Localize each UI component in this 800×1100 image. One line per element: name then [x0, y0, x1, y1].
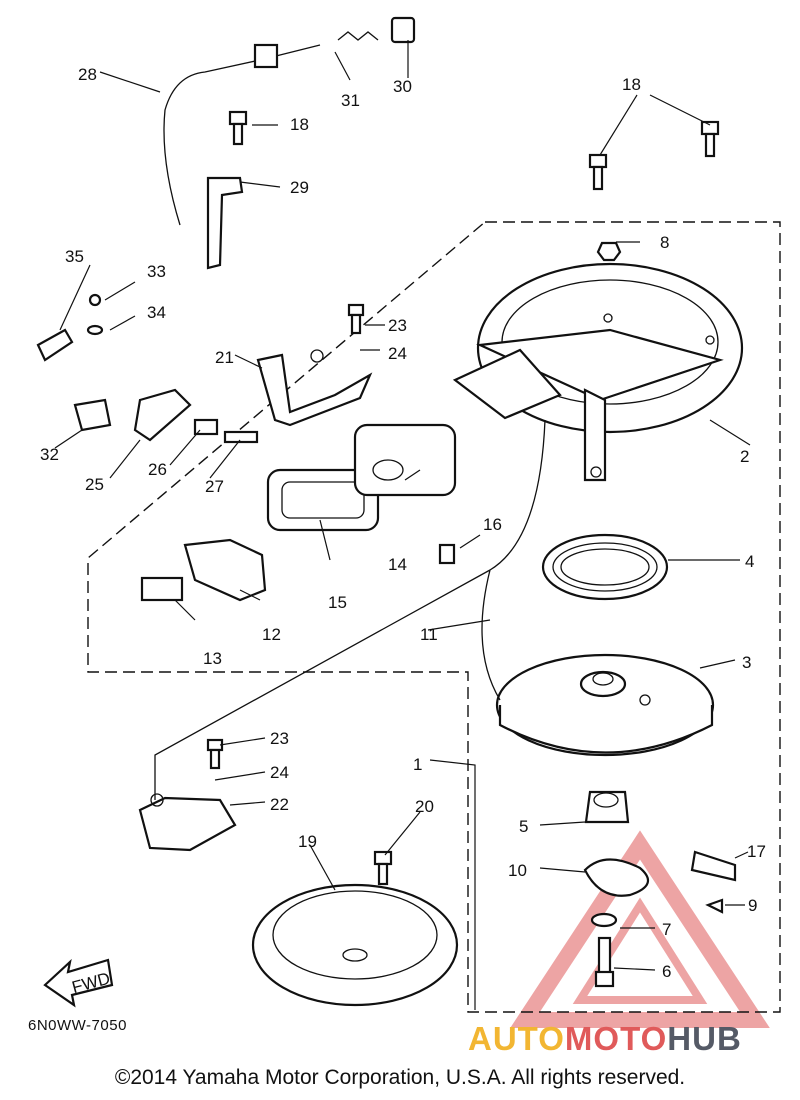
part-label: 18	[290, 115, 309, 134]
part-label: 1	[413, 755, 422, 774]
part-label: 34	[147, 303, 166, 322]
part-bracket-upper	[256, 349, 373, 427]
part-label: 3	[742, 653, 751, 672]
part-label: 16	[483, 515, 502, 534]
part-number-labels: 1 2 3 4 5 6 7 8 9 10 11 12 13 14 15 16 1…	[40, 65, 766, 981]
leader-lines	[54, 40, 751, 1010]
part-label: 21	[215, 348, 234, 367]
part-label: 24	[388, 344, 407, 363]
part-label: 29	[290, 178, 309, 197]
part-starter-handle	[140, 538, 267, 602]
part-plate-bracket	[206, 176, 244, 270]
part-label: 15	[328, 593, 347, 612]
part-control-cable	[163, 16, 416, 226]
part-label: 10	[508, 861, 527, 880]
part-label: 26	[148, 460, 167, 479]
part-label: 5	[519, 817, 528, 836]
part-label: 8	[660, 233, 669, 252]
part-label: 30	[393, 77, 412, 96]
part-label: 12	[262, 625, 281, 644]
part-label: 19	[298, 832, 317, 851]
assembly-boundary	[87, 221, 781, 1013]
part-sheave-drum	[495, 653, 715, 757]
part-bushing	[584, 790, 630, 824]
brand-part-moto: MOTO	[564, 1020, 668, 1057]
part-label: 13	[203, 649, 222, 668]
copyright-footer: ©2014 Yamaha Motor Corporation, U.S.A. A…	[114, 1066, 686, 1089]
fwd-arrow-icon: FWD	[43, 958, 114, 1008]
part-label: 2	[740, 447, 749, 466]
part-label: 14	[388, 555, 407, 574]
part-rope-guide	[266, 468, 380, 532]
part-label: 22	[270, 795, 289, 814]
part-label: 6	[662, 962, 671, 981]
part-label: 20	[415, 797, 434, 816]
part-label: 9	[748, 896, 757, 915]
part-label: 35	[65, 247, 84, 266]
part-label: 18	[622, 75, 641, 94]
part-ratchet-assembly	[583, 850, 737, 914]
part-label: 23	[270, 729, 289, 748]
brand-part-auto: AUTO	[468, 1020, 565, 1057]
part-label: 24	[270, 763, 289, 782]
watermark-brand: AUTOMOTOHUB	[468, 1020, 742, 1058]
part-label: 33	[147, 262, 166, 281]
part-lever-linkage	[36, 293, 259, 444]
part-base-plate	[251, 883, 459, 1007]
part-label: 31	[341, 91, 360, 110]
part-label: 11	[420, 625, 438, 644]
part-starter-rope	[154, 419, 546, 800]
brand-part-hub: HUB	[667, 1020, 742, 1057]
part-label: 25	[85, 475, 104, 494]
part-bracket-lower	[138, 793, 237, 852]
part-label: 32	[40, 445, 59, 464]
diagram-code: 6N0WW-7050	[28, 1017, 127, 1034]
part-label: 4	[745, 552, 754, 571]
part-bolt-and-washer	[590, 912, 618, 988]
part-label: 17	[747, 842, 766, 861]
part-bolts	[206, 110, 720, 886]
part-starter-housing	[452, 262, 744, 482]
part-label: 23	[388, 316, 407, 335]
part-guide-housing	[353, 423, 457, 497]
part-spiral-spring	[541, 533, 669, 601]
part-label: 7	[662, 920, 671, 939]
part-label: 28	[78, 65, 97, 84]
part-label: 27	[205, 477, 224, 496]
